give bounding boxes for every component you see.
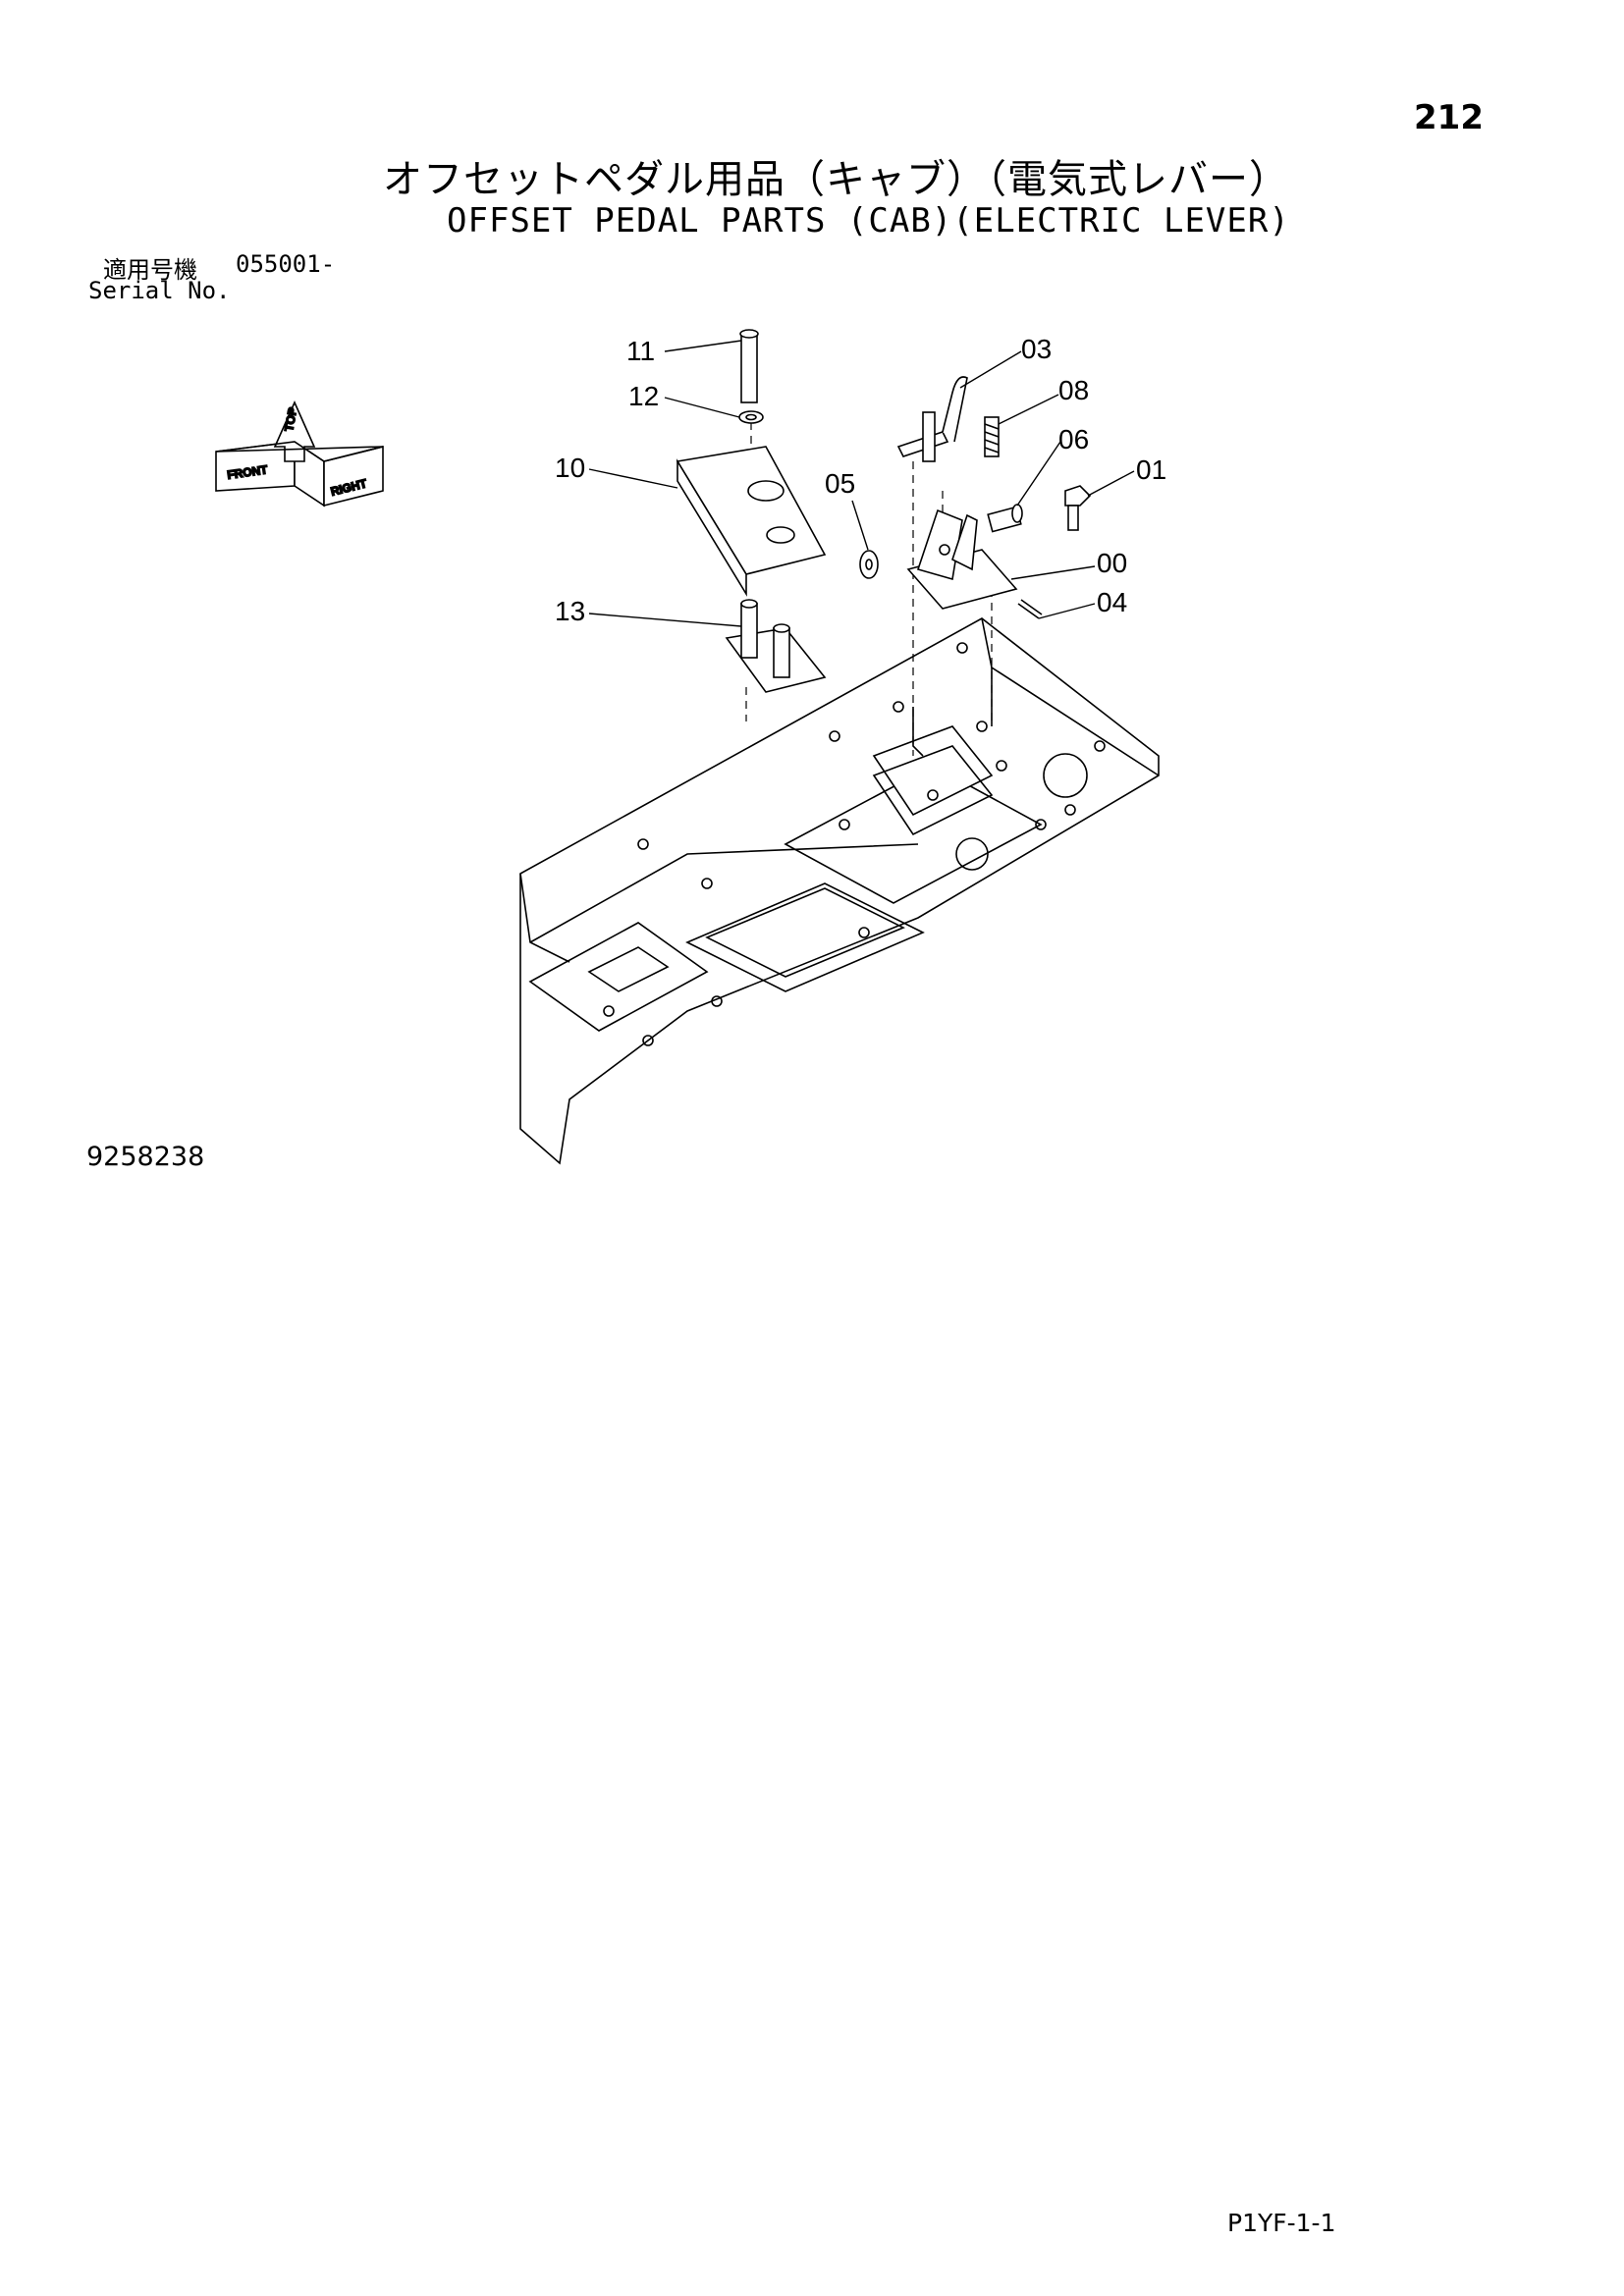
callout-13: 13 <box>555 596 585 626</box>
page-code: P1YF-1-1 <box>1227 2209 1336 2237</box>
page-title-japanese: オフセットペダル用品（キャブ）（電気式レバー） <box>383 157 1289 202</box>
part-11-bolt <box>739 329 759 403</box>
part-13-pedal-stand <box>725 599 827 693</box>
part-08-spring <box>984 416 1000 457</box>
part-04-cotter-pin <box>1017 599 1043 619</box>
callout-12: 12 <box>628 381 659 411</box>
callout-11: 11 <box>626 336 655 366</box>
part-10-pedal-bracket <box>676 446 827 597</box>
callout-05: 05 <box>825 468 855 499</box>
page-number: 212 <box>1414 98 1484 137</box>
callout-03: 03 <box>1021 334 1052 364</box>
part-00-base-bracket <box>906 508 1018 610</box>
callout-10: 10 <box>555 453 585 483</box>
serial-number: 055001- <box>236 250 336 278</box>
part-06-collar <box>987 504 1023 533</box>
page-title-english: OFFSET PEDAL PARTS (CAB)(ELECTRIC LEVER) <box>447 201 1290 240</box>
callout-06: 06 <box>1058 424 1089 454</box>
orientation-front-label: FRONT <box>226 462 269 482</box>
serial-label-english: Serial No. <box>88 277 231 304</box>
orientation-indicator: FRONT TOP RIGHT <box>215 400 384 507</box>
callout-08: 08 <box>1058 375 1089 405</box>
callout-04: 04 <box>1097 587 1127 617</box>
part-12-washer <box>738 410 764 424</box>
floor-plate <box>519 617 1160 1165</box>
callout-leader-lines <box>588 340 1135 627</box>
part-03-lever-pin <box>896 376 968 462</box>
callout-01: 01 <box>1136 454 1166 485</box>
mounting-holes <box>603 642 1106 1046</box>
part-05-washer <box>859 550 879 579</box>
serial-label-japanese: 適用号機 <box>103 256 197 284</box>
callout-labels: 11 12 10 13 05 03 08 06 01 00 04 <box>555 334 1166 626</box>
drawing-number: 9258238 <box>86 1142 205 1172</box>
part-01-bolt <box>1064 485 1092 531</box>
callout-00: 00 <box>1097 548 1127 578</box>
orientation-top-label: TOP <box>282 406 299 433</box>
